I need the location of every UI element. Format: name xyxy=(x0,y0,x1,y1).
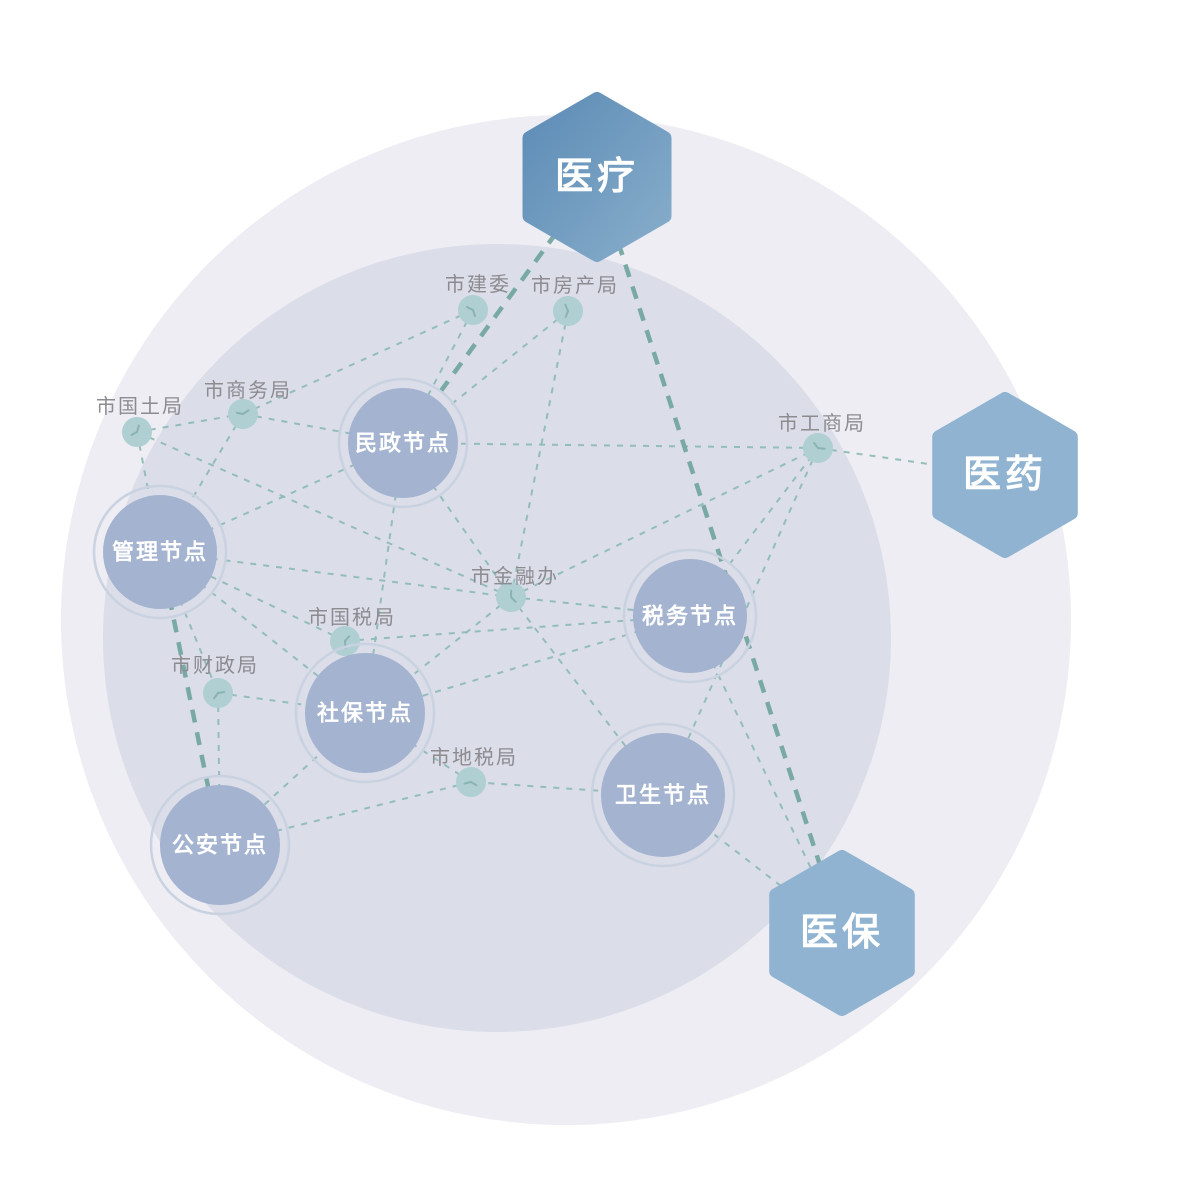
hub-node-ring xyxy=(337,377,469,509)
edge-shigongshangju-weisheng xyxy=(662,447,819,796)
small-node-label: 市地税局 xyxy=(430,746,518,769)
hub-node-ring xyxy=(149,774,291,916)
hub-node-label: 民政节点 xyxy=(355,431,451,456)
small-node-label: 市国税局 xyxy=(308,606,396,629)
small-node-tick-icon xyxy=(130,424,140,437)
small-node-tick-icon xyxy=(510,589,517,603)
small-node-tick-icon xyxy=(213,691,226,700)
hub-node-weisheng[interactable]: 卫生节点 xyxy=(590,722,736,868)
hexagon-node-yiyao[interactable]: 医药 xyxy=(932,392,1078,558)
small-node-shifangchanju[interactable]: 市房产局 xyxy=(531,274,619,326)
hexagon-node-yibao[interactable]: 医保 xyxy=(769,850,915,1016)
hub-node-circle xyxy=(633,559,747,673)
hub-node-gongan[interactable]: 公安节点 xyxy=(149,774,291,916)
small-node-shicaizhengju[interactable]: 市财政局 xyxy=(171,654,259,708)
hub-node-ring xyxy=(622,548,758,684)
hub-node-circle xyxy=(305,653,425,773)
hub-node-ring xyxy=(590,722,736,868)
hub-node-ring xyxy=(92,484,228,620)
hub-node-ring xyxy=(294,642,436,784)
small-node-shiguoshuiju[interactable]: 市国税局 xyxy=(308,606,396,656)
edge-shifangchanju-minzheng xyxy=(402,310,569,444)
hub-node-minzheng[interactable]: 民政节点 xyxy=(337,377,469,509)
small-node-tick-icon xyxy=(813,442,826,450)
edge-shiguotuju-shishangwuju xyxy=(136,413,244,433)
small-node-label: 市金融办 xyxy=(471,565,559,588)
hub-node-label: 税务节点 xyxy=(642,604,738,629)
hexagon-shape xyxy=(932,392,1078,558)
department-nodes-layer: 市建委市房产局市国土局市商务局市工商局市金融办市国税局市财政局市地税局 xyxy=(96,273,866,797)
edge-shifangchanju-shijinrongban xyxy=(510,310,569,598)
small-node-label: 市商务局 xyxy=(204,379,292,402)
small-node-tick-icon xyxy=(235,409,250,415)
edge-shuiwu-shigongshangju xyxy=(689,447,819,617)
small-node-tick-icon xyxy=(466,306,476,317)
small-node-tick-icon xyxy=(564,303,569,318)
hexagon-label: 医保 xyxy=(800,912,884,954)
small-node-shigongshangju[interactable]: 市工商局 xyxy=(778,412,866,463)
hub-node-circle xyxy=(160,785,280,905)
hexagon-shape xyxy=(769,850,915,1016)
small-node-shiguotuju[interactable]: 市国土局 xyxy=(96,395,184,447)
small-node-label: 市建委 xyxy=(445,273,511,296)
edge-strong-yiliao-yibao xyxy=(594,176,845,934)
edge-weisheng-shidishuiju xyxy=(470,781,664,796)
small-node-label: 市房产局 xyxy=(531,274,619,297)
small-node-label: 市工商局 xyxy=(778,412,866,435)
hub-node-guanli[interactable]: 管理节点 xyxy=(92,484,228,620)
hexagon-shape xyxy=(522,92,672,262)
hub-node-circle xyxy=(103,495,217,609)
hub-node-circle xyxy=(348,388,458,498)
small-node-shishangwuju[interactable]: 市商务局 xyxy=(204,379,292,429)
small-node-shijinrongban[interactable]: 市金融办 xyxy=(471,565,559,612)
edge-shijinrongban-shebao xyxy=(364,596,512,714)
hub-node-label: 管理节点 xyxy=(112,540,208,565)
hub-node-shuiwu[interactable]: 税务节点 xyxy=(622,548,758,684)
small-node-shijianwei[interactable]: 市建委 xyxy=(445,273,511,325)
edge-shijinrongban-shuiwu xyxy=(510,596,691,617)
small-node-shidishuiju[interactable]: 市地税局 xyxy=(430,746,518,797)
edge-shidishuiju-gongan xyxy=(219,781,472,846)
hub-node-label: 公安节点 xyxy=(172,833,268,858)
hub-node-shebao[interactable]: 社保节点 xyxy=(294,642,436,784)
edge-shiguotuju-shijinrongban xyxy=(136,431,512,598)
hexagon-label: 医药 xyxy=(963,454,1047,496)
hub-node-label: 社保节点 xyxy=(317,701,413,726)
hexagon-node-yiliao[interactable]: 医疗 xyxy=(522,92,672,262)
edge-shijinrongban-shigongshangju xyxy=(510,447,819,598)
edge-shigongshangju-minzheng xyxy=(402,442,819,449)
small-node-tick-icon xyxy=(463,781,478,787)
hub-node-circle xyxy=(601,733,725,857)
hub-node-label: 卫生节点 xyxy=(615,783,711,808)
small-node-label: 市国土局 xyxy=(96,395,184,418)
edge-shijianwei-shishangwuju xyxy=(242,309,474,415)
hexagon-label: 医疗 xyxy=(555,156,639,198)
edge-shiguoshuiju-shuiwu xyxy=(344,615,691,642)
small-node-label: 市财政局 xyxy=(171,654,259,677)
